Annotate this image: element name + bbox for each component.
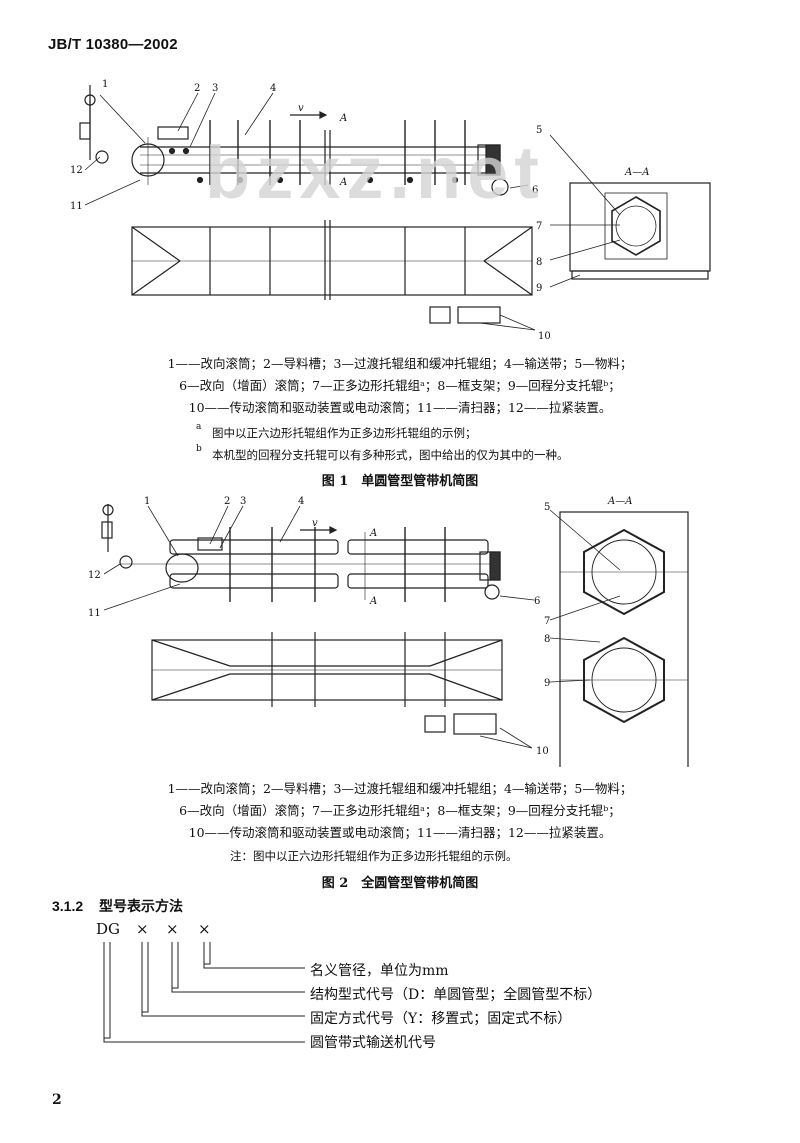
figure2-label-6: 6: [534, 596, 540, 607]
figure2-label-2: 2: [224, 496, 230, 507]
figure2-section-mark-top: A: [369, 528, 377, 539]
model-code-item-type: 圆管带式输送机代号: [310, 1035, 436, 1051]
figure2-label-10: 10: [536, 746, 549, 757]
figure2-label-7: 7: [544, 616, 550, 627]
figure1-note-b-mark: b: [196, 444, 202, 454]
model-code-brackets: [103, 942, 305, 1043]
watermark: bzxz.net: [205, 131, 545, 214]
figure2-legend-line-1: 1——改向滚筒；2—导料槽；3—过渡托辊组和缓冲托辊组；4—输送带；5—物料；: [167, 781, 633, 796]
figure2-plan-view: [151, 632, 503, 707]
section-heading: 3.1.2 型号表示方法: [52, 896, 183, 916]
figure1-note-a: 图中以正六边形托辊组作为正多边形托辊组的示例；: [212, 426, 477, 440]
figure1-takeup-device: [79, 85, 109, 164]
figure1-legend-line-3: 10——传动滚筒和驱动装置或电动滚筒；11——清扫器；12——拉紧装置。: [188, 400, 612, 415]
figure1-plan-view: [131, 220, 533, 300]
model-code-item-mounting: 固定方式代号（Y：移置式；固定式不标）: [310, 1011, 572, 1027]
section-number: 3.1.2: [52, 898, 84, 914]
model-code-x1: ×: [136, 920, 149, 938]
page-number: 2: [52, 1092, 62, 1108]
figure2-label-12: 12: [88, 570, 101, 581]
model-code-prefix: DG: [96, 920, 121, 938]
figure2-label-9: 9: [544, 678, 550, 689]
figure2-label-4: 4: [298, 496, 304, 507]
figure2-label-8: 8: [544, 634, 550, 645]
figure1-label-12: 12: [70, 165, 83, 176]
standard-number: JB/T 10380—2002: [48, 36, 178, 53]
figure1-label-2: 2: [194, 83, 200, 94]
model-code-x2: ×: [166, 920, 179, 938]
figure1-label-7: 7: [536, 221, 542, 232]
figure1-motor: [429, 306, 451, 324]
figure2-bend-pulley: [165, 553, 199, 583]
figure1-velocity-label: v: [298, 103, 304, 114]
model-code-item-structure: 结构型式代号（D：单圆管型；全圆管型不标）: [310, 987, 602, 1003]
figure1-section-aa: [569, 182, 711, 280]
figure1-section-title: A—A: [624, 167, 649, 178]
figure1-note-b: 本机型的回程分支托辊可以有多种形式，图中给出的仅为其中的一种。: [212, 448, 569, 462]
figure2-section-mark-bottom: A: [369, 596, 377, 607]
figure2-section-aa: [559, 511, 689, 767]
figure1-label-11: 11: [70, 201, 83, 212]
figure1-drive: [457, 306, 501, 324]
figure2-label-5: 5: [544, 502, 550, 513]
figure1-label-5: 5: [536, 125, 542, 136]
figure2-label-1: 1: [144, 496, 150, 507]
figure1-note-a-mark: a: [196, 422, 202, 432]
figure1-label-3: 3: [212, 83, 218, 94]
figure1-label-10: 10: [538, 331, 551, 342]
figure2-legend-line-2: 6—改向（增面）滚筒；7—正多边形托辊组ᵃ；8—框支架；9—回程分支托辊ᵇ；: [179, 803, 621, 818]
figure1-label-1: 1: [102, 79, 108, 90]
figure2-velocity-label: v: [312, 518, 318, 529]
figure2-label-11: 11: [88, 608, 101, 619]
figure1-legend-line-2: 6—改向（增面）滚筒；7—正多边形托辊组ᵃ；8—框支架；9—回程分支托辊ᵇ；: [179, 378, 621, 393]
figure1-label-4: 4: [270, 83, 276, 94]
figure2-caption: 图 2 全圆管型管带机简图: [321, 876, 479, 891]
figure2-note: 注：图中以正六边形托辊组作为正多边形托辊组的示例。: [230, 849, 518, 863]
section-title: 型号表示方法: [99, 898, 184, 914]
figure1-caption: 图 1 单圆管型管带机简图: [321, 474, 479, 489]
figure1-label-6: 6: [532, 185, 538, 196]
figure2-drive: [453, 713, 497, 735]
figure1-chute: [157, 126, 189, 140]
figure2-drawing: 1 2 3 4 5 6 7 8 9 10 11 12 v A A A—A: [88, 496, 689, 767]
figure2-takeup-device: [101, 504, 133, 569]
figure2-legend-line-3: 10——传动滚筒和驱动装置或电动滚筒；11——清扫器；12——拉紧装置。: [188, 825, 612, 840]
figure2-label-3: 3: [240, 496, 246, 507]
model-code-x3: ×: [198, 920, 211, 938]
figure2-section-title: A—A: [607, 496, 632, 507]
figure1-section-mark-top: A: [339, 113, 347, 124]
model-code-item-diameter: 名义管径，单位为mm: [310, 963, 449, 979]
figure1-drawing: 1 2 3 4 5 6 7 8 9 10 11 12 v A A A—A: [70, 79, 711, 342]
figure2-motor: [424, 715, 446, 733]
figure1-legend-line-1: 1——改向滚筒；2—导料槽；3—过渡托辊组和缓冲托辊组；4—输送带；5—物料；: [167, 356, 633, 371]
figure1-section-mark-bottom: A: [339, 177, 347, 188]
figure1-label-9: 9: [536, 283, 542, 294]
figure1-label-8: 8: [536, 257, 542, 268]
